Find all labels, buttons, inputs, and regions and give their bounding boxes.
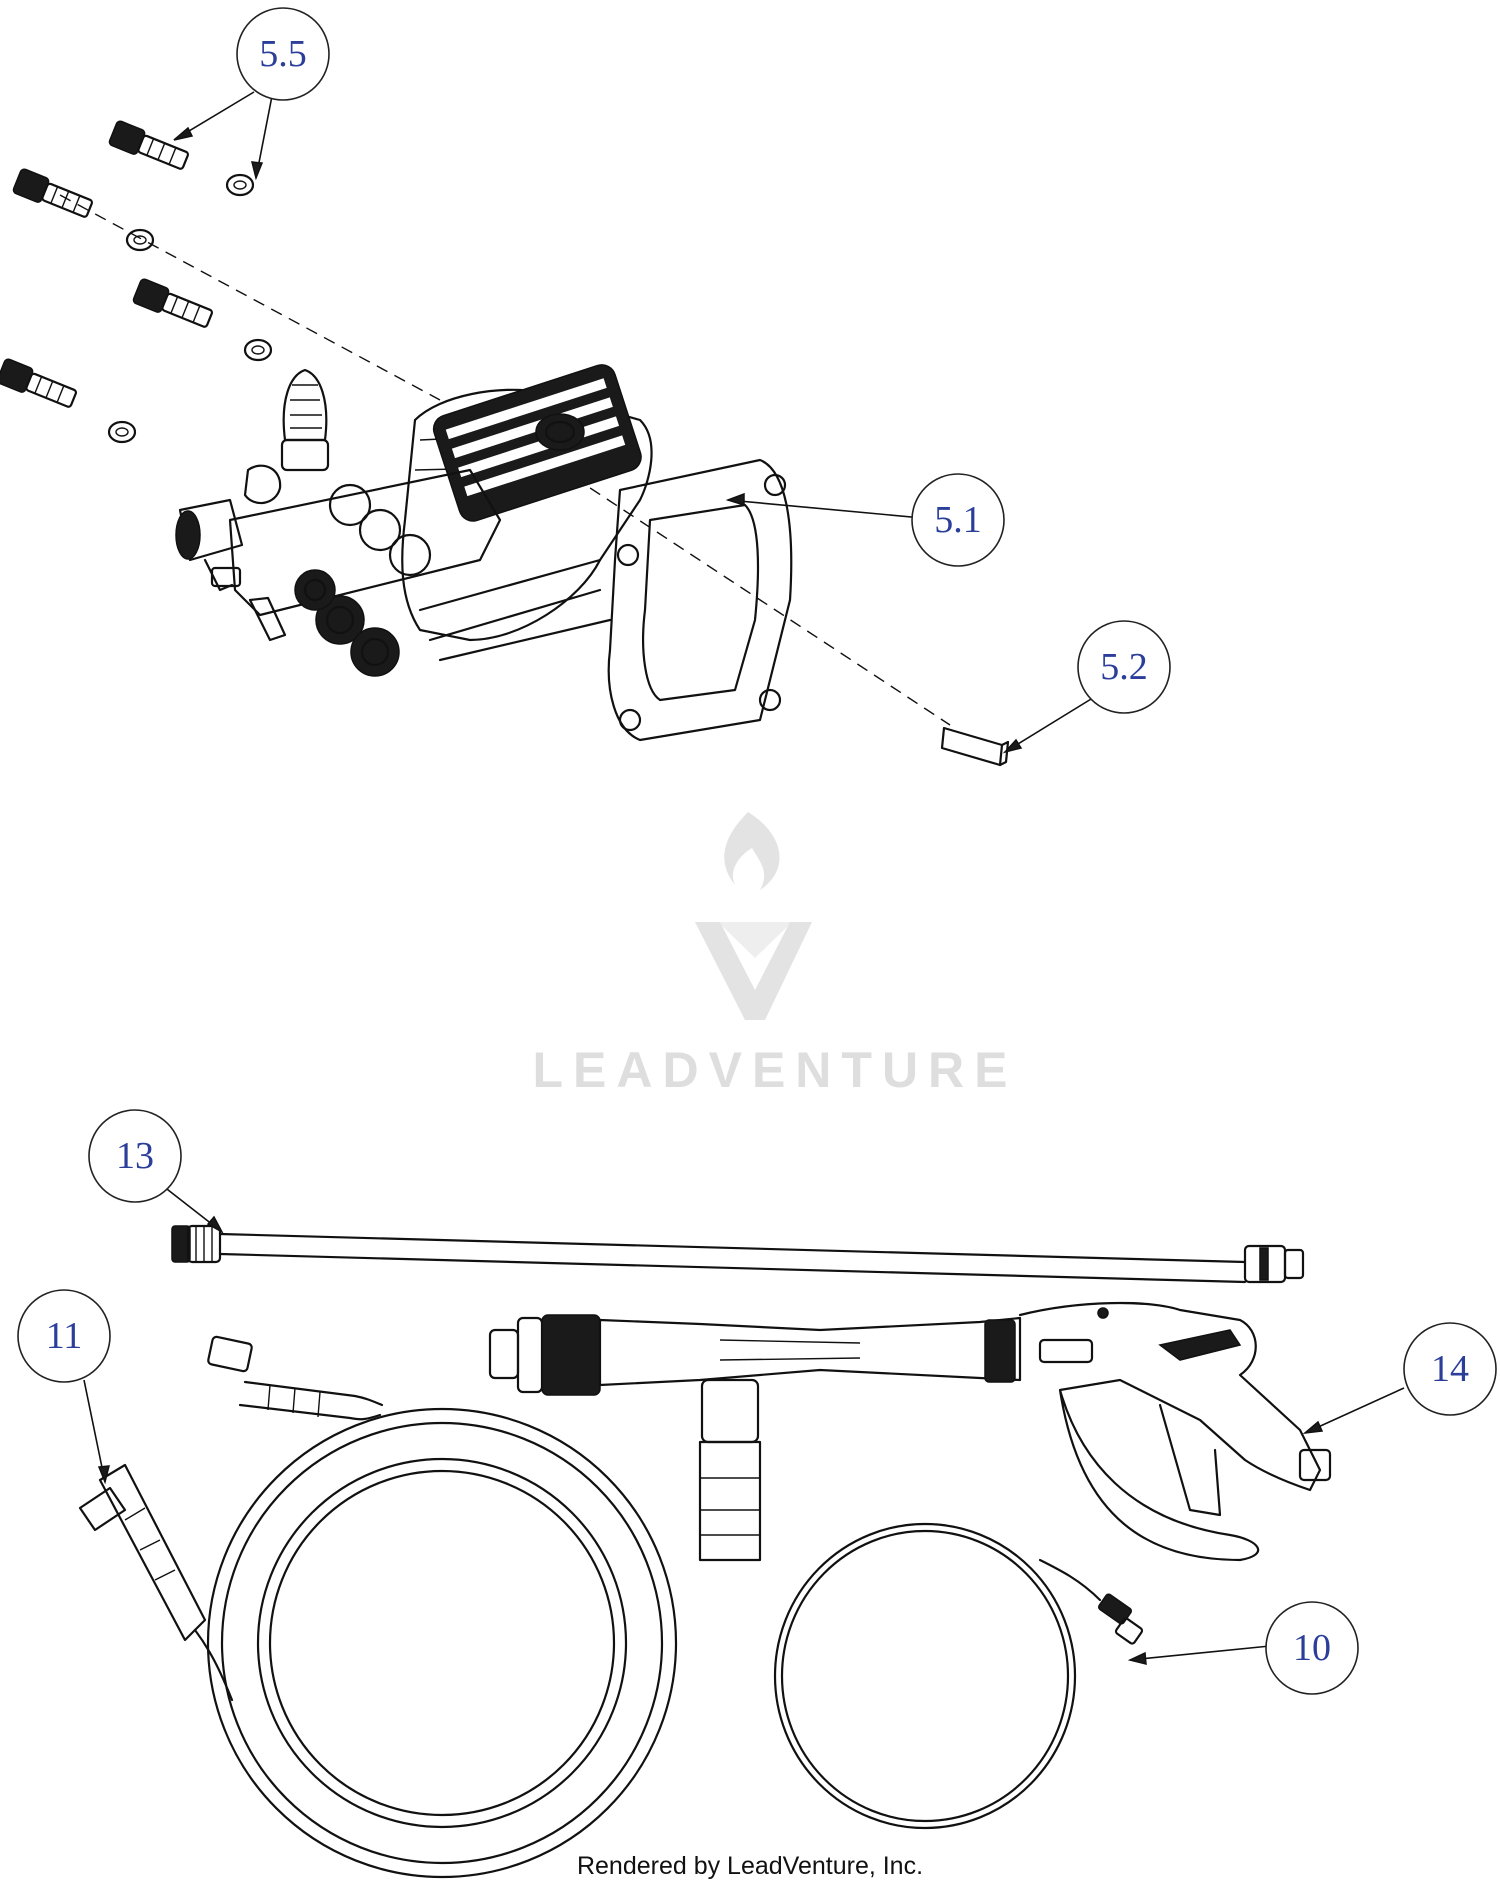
- callout-5-2: 5.2: [1077, 620, 1171, 714]
- callout-label: 5.5: [259, 33, 307, 75]
- callout-14: 14: [1403, 1322, 1497, 1416]
- footer-credit: Rendered by LeadVenture, Inc.: [576, 1852, 924, 1880]
- pump-bolts: [0, 120, 214, 408]
- leader-lines: [83, 91, 1405, 1665]
- pump-assembly: [175, 364, 793, 742]
- callout-label: 5.1: [934, 499, 982, 541]
- callout-label: 14: [1431, 1348, 1469, 1390]
- callout-label: 5.2: [1100, 646, 1148, 688]
- detergent-hose: [773, 1522, 1144, 1830]
- alignment-line: [59, 194, 951, 726]
- pump-key: [940, 726, 1010, 767]
- spray-lance: [171, 1224, 1305, 1284]
- spray-gun: [488, 1301, 1332, 1562]
- callout-5-1: 5.1: [911, 473, 1005, 567]
- callout-label: 13: [116, 1135, 154, 1177]
- watermark-text: LEADVENTURE: [532, 1042, 1017, 1098]
- callout-5-5: 5.5: [236, 7, 330, 101]
- callout-label: 10: [1293, 1627, 1331, 1669]
- pump-washers: [107, 173, 273, 444]
- callout-10: 10: [1265, 1601, 1359, 1695]
- callout-13: 13: [88, 1109, 182, 1203]
- high-pressure-hose: [78, 1335, 678, 1879]
- callout-11: 11: [17, 1289, 111, 1383]
- callout-label: 11: [46, 1315, 83, 1357]
- watermark-logo: LEADVENTURE: [532, 812, 1017, 1098]
